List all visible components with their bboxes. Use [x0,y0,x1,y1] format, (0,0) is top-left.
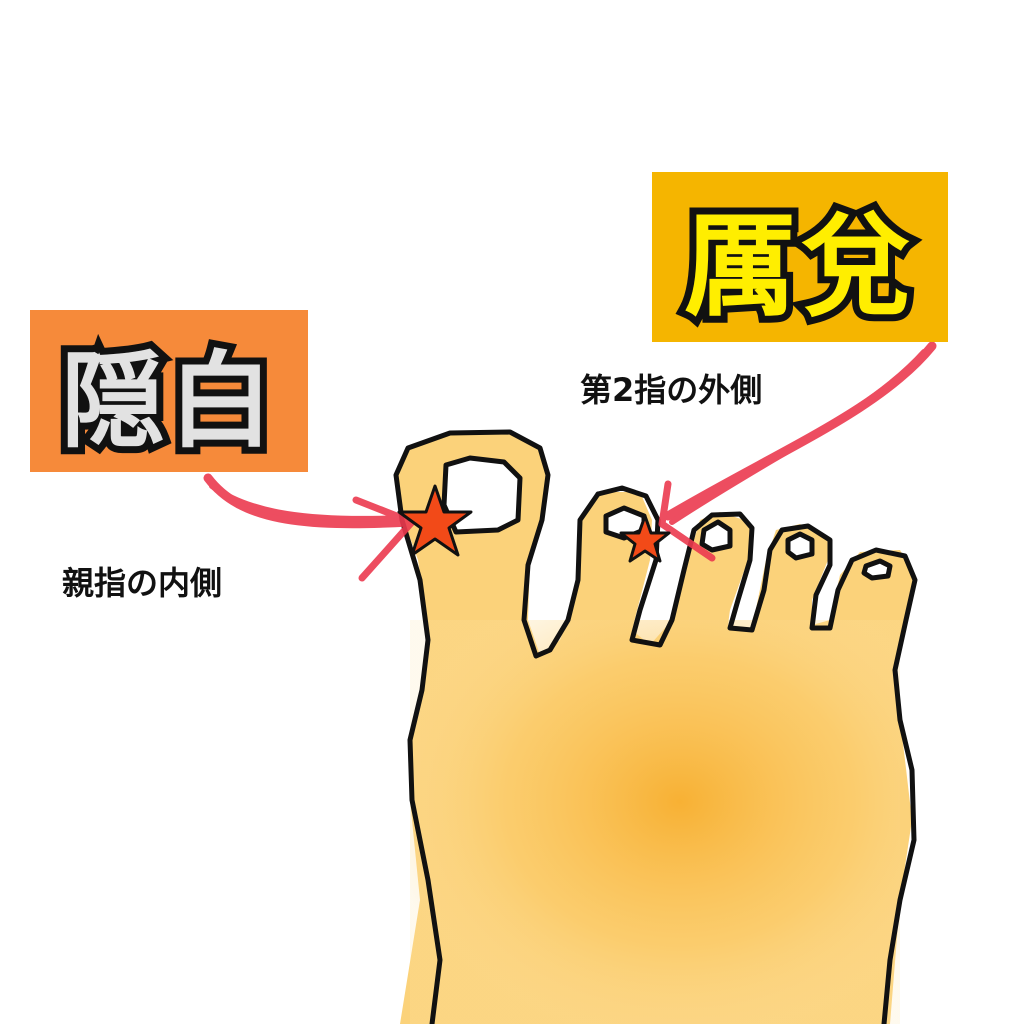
star-icon [619,514,671,563]
third-toe-nail [699,519,733,553]
caption-reida: 第2指の外側 [580,371,763,409]
label-inbai-text: 隠白 [54,333,280,469]
star-icon [397,484,473,557]
caption-inbai: 親指の内側 [62,564,223,602]
big-toe-outline [393,429,601,1027]
arrow-inbai [203,473,416,582]
foot-shading [410,620,900,1024]
label-inbai: 隠白 [30,310,308,472]
arrow-reida [658,341,937,562]
label-reida-text: 厲兌 [677,195,919,339]
fifth-toe-nail [861,558,893,581]
second-toe-outline [595,485,918,1027]
label-reida: 厲兌 [652,172,948,342]
fourth-toe-nail [785,531,815,561]
